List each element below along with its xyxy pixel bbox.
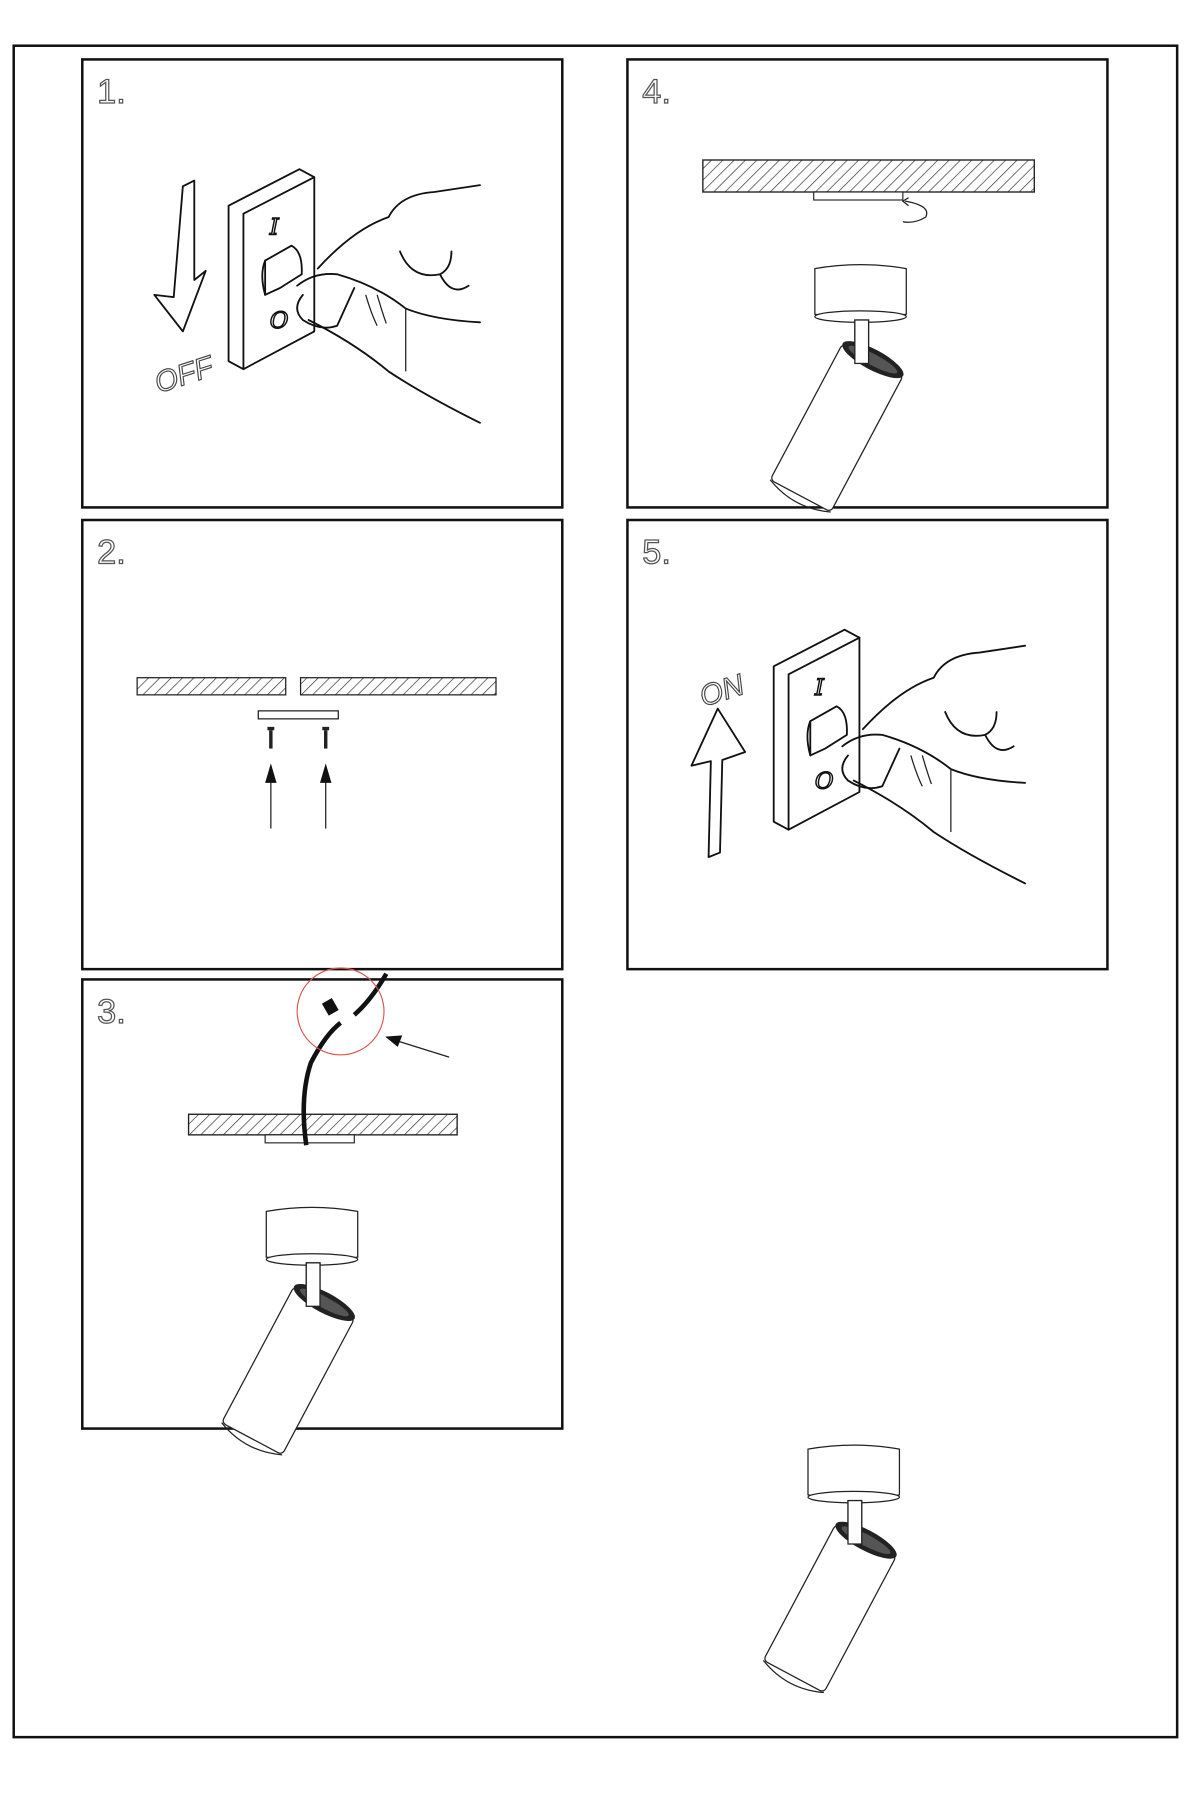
ceiling-section	[187, 1113, 458, 1136]
step-3-panel: 3.	[81, 967, 564, 1463]
rotate-arrow-icon	[901, 197, 928, 223]
down-arrow-icon	[153, 179, 207, 333]
up-arrow-icon	[320, 763, 332, 829]
up-arrow-icon	[265, 763, 277, 829]
step-1-label: 1.	[97, 73, 126, 111]
step-1-panel: 1. OFF I O	[81, 58, 564, 509]
step-2-label: 2.	[97, 533, 126, 571]
step-3-label: 3.	[97, 993, 126, 1031]
switch-on-mark: I	[269, 214, 280, 240]
ceiling-section	[702, 159, 1035, 193]
power-cable	[301, 972, 389, 1146]
switch-on-mark: I	[814, 675, 825, 701]
screw-icon	[267, 726, 275, 749]
terminal-connector-icon	[321, 998, 339, 1016]
up-arrow-icon	[690, 707, 747, 859]
step-5-label: 5.	[642, 533, 671, 571]
switch-off-mark: O	[815, 769, 834, 795]
pointer-arrow-icon	[385, 1035, 450, 1058]
step-4-label: 4.	[642, 73, 671, 111]
step-2-panel: 2.	[81, 518, 564, 971]
step-5-panel: 5. ON I O	[626, 518, 1109, 971]
connection-highlight-circle	[296, 967, 385, 1056]
step-4-panel: 4.	[626, 58, 1109, 520]
switch-off-mark: O	[270, 308, 289, 334]
ceiling-section-left	[136, 677, 287, 696]
mounting-bracket	[257, 710, 339, 720]
ceiling-section-right	[299, 677, 497, 696]
screw-icon	[322, 726, 330, 749]
